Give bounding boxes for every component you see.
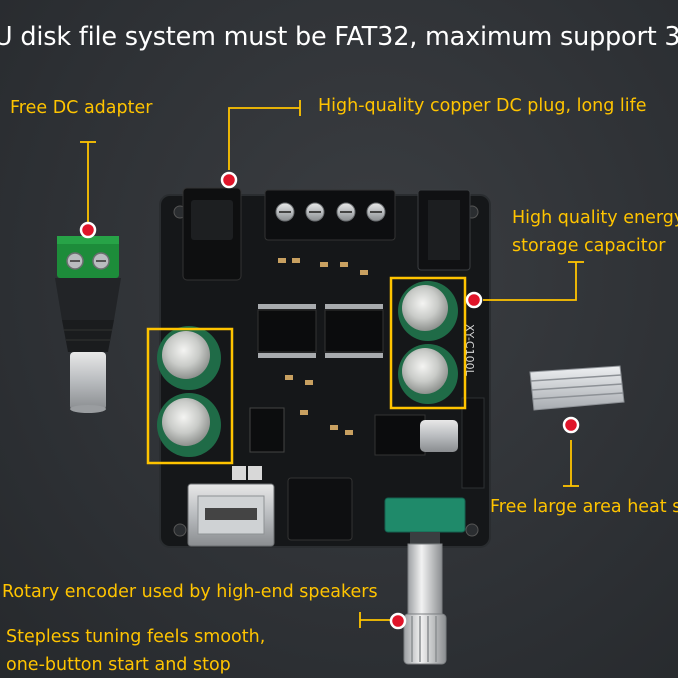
- adapter-body: [55, 278, 121, 320]
- adapter-barrel: [70, 352, 106, 410]
- callout-lines: [80, 100, 584, 628]
- rotary-encoder: [384, 497, 466, 665]
- bluetooth-chip: [374, 414, 426, 456]
- callout-adapter: Free DC adapter: [10, 98, 153, 118]
- encoder-knob: [403, 613, 447, 665]
- capacitors-left: [157, 326, 221, 457]
- callout-encoder: Rotary encoder used by high-end speakers: [2, 582, 378, 602]
- highlight-boxes: [146, 276, 467, 465]
- encoder-base: [384, 497, 466, 533]
- amp-chip-right: [324, 309, 384, 353]
- callout-heat-sink: Free large area heat sink: [490, 497, 678, 517]
- marker-dots: [79, 171, 580, 630]
- header-caption: U disk file system must be FAT32, maximu…: [0, 22, 678, 52]
- aux-jack-bottom: [287, 477, 353, 541]
- callout-capacitor-line2: storage capacitor: [512, 236, 666, 256]
- speaker-terminals: [264, 189, 396, 241]
- callout-stepless-line1: Stepless tuning feels smooth,: [6, 627, 266, 647]
- callout-capacitor-line1: High quality energy: [512, 208, 678, 228]
- encoder-shaft: [407, 543, 443, 615]
- capacitors-right: [398, 281, 458, 404]
- callout-dc-plug: High-quality copper DC plug, long life: [318, 96, 647, 116]
- callout-stepless-line2: one-button start and stop: [6, 655, 231, 675]
- amplifier-board: XY-C100L: [157, 187, 491, 548]
- heat-sink: [529, 365, 625, 411]
- crystal: [420, 420, 458, 452]
- regulator: [249, 407, 285, 453]
- amp-chip-left: [257, 309, 317, 353]
- dc-adapter: [55, 236, 121, 413]
